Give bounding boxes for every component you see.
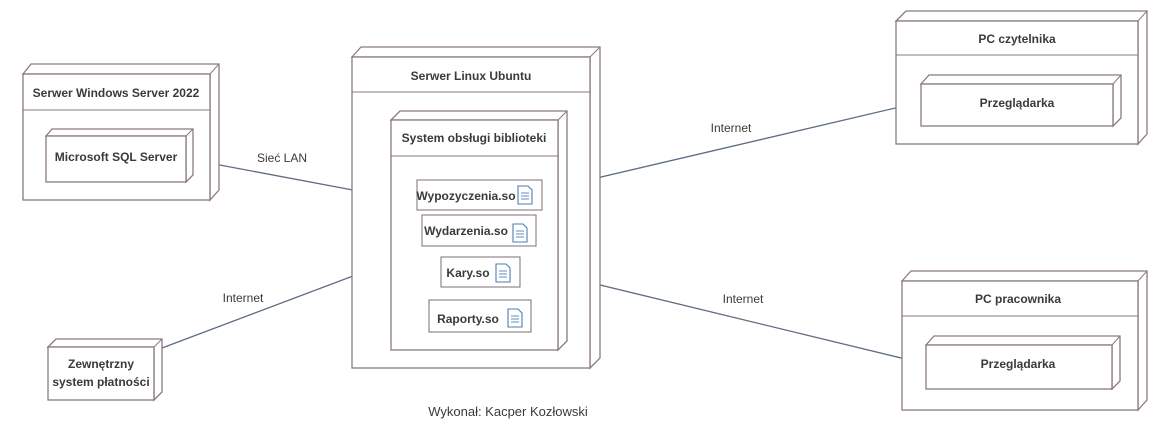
sql-server-label: Microsoft SQL Server	[55, 150, 178, 164]
artifact-kary: Kary.so	[440, 256, 521, 288]
library-system-title: System obsługi biblioteki	[402, 131, 547, 145]
document-icon	[507, 308, 523, 328]
pc-employee-node: PC pracownika Przeglądarka	[900, 270, 1148, 412]
document-icon	[495, 263, 511, 283]
artifact-label: Wypozyczenia.so	[416, 189, 515, 203]
artifact-label: Kary.so	[446, 266, 489, 280]
linux-server-title: Serwer Linux Ubuntu	[411, 69, 532, 83]
pc-employee-title: PC pracownika	[975, 292, 1061, 306]
artifact-wypozyczenia: Wypozyczenia.so	[416, 179, 543, 211]
browser-employee-label: Przeglądarka	[981, 357, 1056, 371]
reader-internet-label: Internet	[711, 121, 752, 135]
artifact-label: Wydarzenia.so	[424, 224, 508, 238]
employee-link	[566, 276, 927, 365]
lan-label: Sieć LAN	[257, 151, 307, 165]
payment-system-node: Zewnętrzny system płatności	[46, 338, 163, 402]
document-icon	[512, 223, 528, 243]
artifact-raporty: Raporty.so	[428, 299, 532, 333]
pc-reader-node: PC czytelnika Przeglądarka	[894, 10, 1148, 146]
author-footer: Wykonał: Kacper Kozłowski	[428, 404, 588, 419]
employee-internet-label: Internet	[723, 292, 764, 306]
artifact-label: Raporty.so	[437, 312, 499, 326]
artifact-wydarzenia: Wydarzenia.so	[421, 214, 537, 247]
browser-reader-label: Przeglądarka	[980, 96, 1055, 110]
windows-server-node: Serwer Windows Server 2022 Microsoft SQL…	[21, 63, 220, 202]
payment-internet-label: Internet	[223, 291, 264, 305]
browser-reader-component: Przeglądarka	[919, 74, 1122, 128]
sql-server-component: Microsoft SQL Server	[44, 128, 194, 184]
windows-server-title: Serwer Windows Server 2022	[33, 86, 200, 100]
browser-employee-component: Przeglądarka	[924, 335, 1121, 391]
document-icon	[517, 185, 533, 205]
payment-line1: Zewnętrzny	[68, 357, 134, 371]
pc-reader-title: PC czytelnika	[978, 32, 1056, 46]
payment-line2: system płatności	[52, 375, 149, 389]
reader-link	[566, 101, 922, 186]
